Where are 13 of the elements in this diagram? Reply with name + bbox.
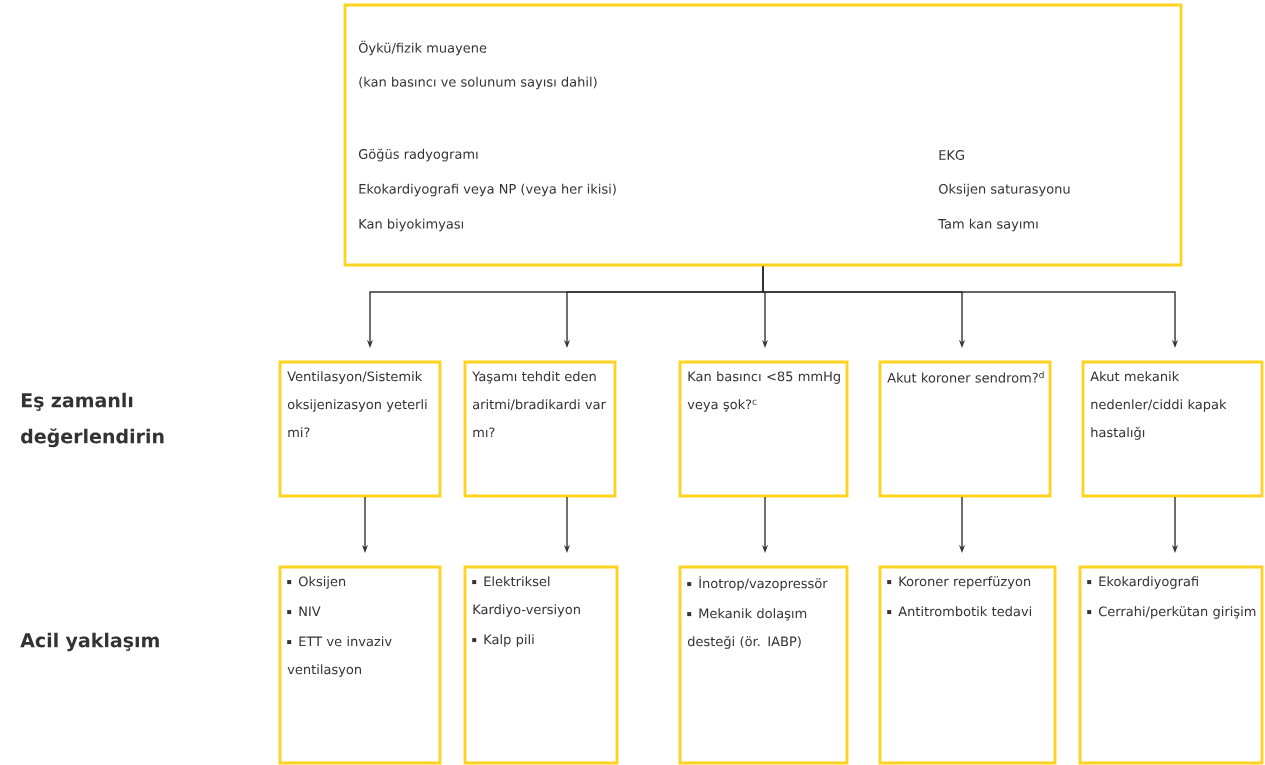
question-box: Ventilasyon/Sistemik oksijenizasyon yeterli mi? — [278, 360, 442, 498]
question-box: Yaşamı tehdit eden aritmi/bradikardi var mı? — [463, 360, 617, 498]
question-box: Kan basıncı <85 mmHg veya şok?$^{c}$ — [678, 360, 849, 498]
question-box: Akut koroner sendrom?$^{d}$ — [878, 360, 1052, 498]
action-box: Ekokardiyografi Cerrahi/perkütan girişim — [1078, 565, 1264, 765]
row-label: Eş zamanlı değerlendirin — [21, 392, 164, 448]
action-box: Oksijen NIV ETT ve invaziv ventilasyon — [278, 565, 442, 765]
action-box: İnotrop/vazopressör Mekanik dolaşım desteği (ör. IABP) — [678, 565, 849, 765]
exam-box: Öykü/fizik muayene (kan basıncı ve solunum sayısı dahil) Göğüs radyogramı Ekokardiyografi veya NP (veya her ikisi) Kan biyokimyası EKG Oksijen saturasyonu Tam kan sayımı — [343, 3, 1183, 267]
row-label: Acil yaklaşım — [20, 632, 159, 652]
action-box: Elektriksel Kardiyo-versiyon Kalp pili — [463, 565, 619, 765]
question-box: Akut mekanik nedenler/ciddi kapak hastalığı — [1081, 360, 1264, 498]
action-box: Koroner reperfüzyon Antitrombotik tedavi — [878, 565, 1057, 765]
